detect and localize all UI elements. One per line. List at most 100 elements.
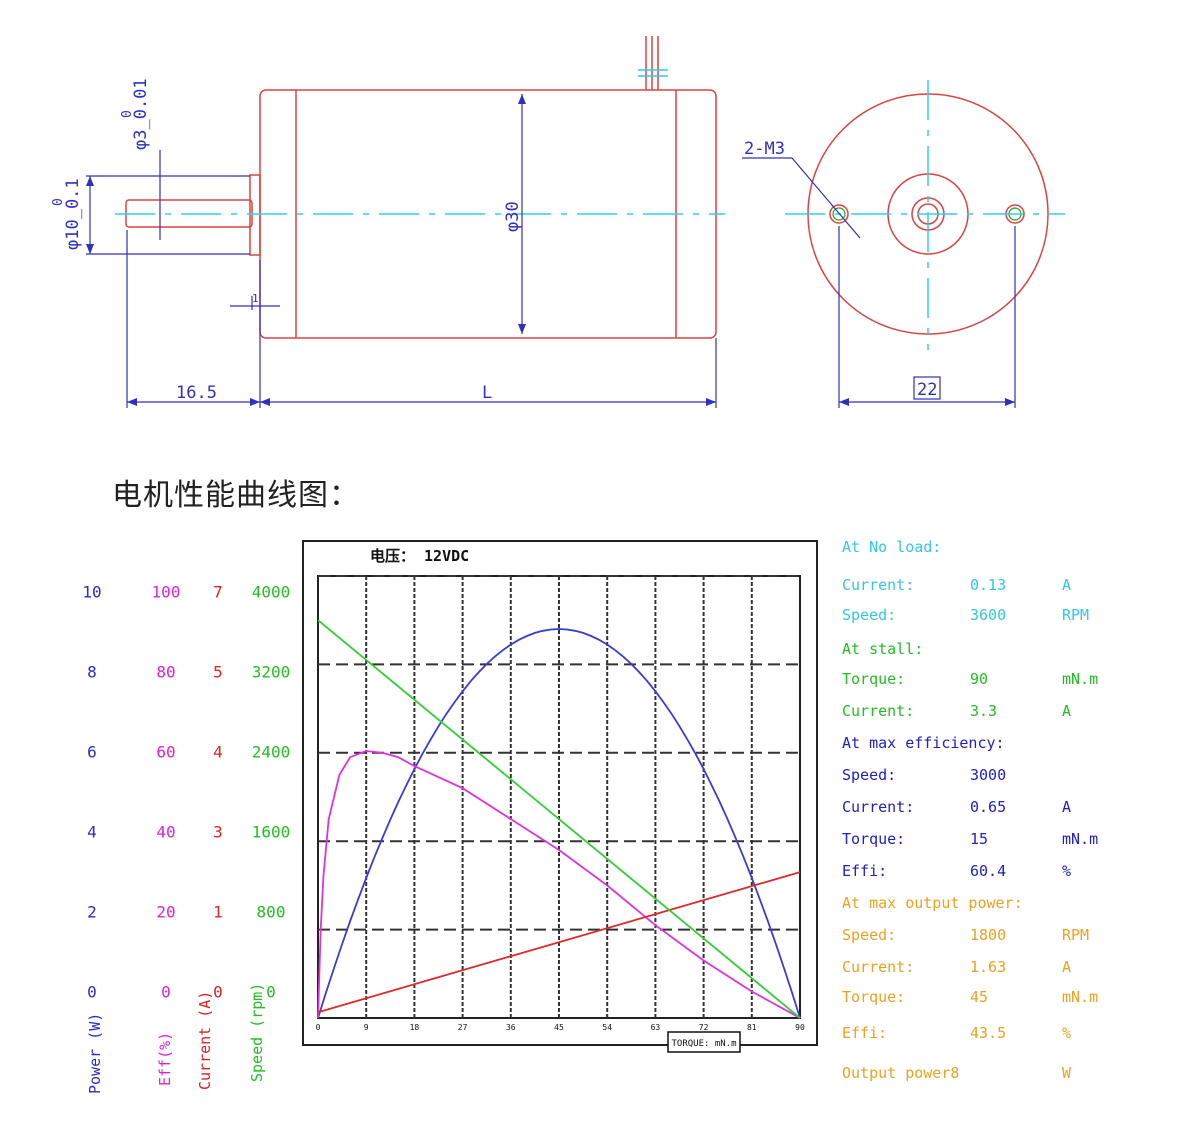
- spec-label: Current:: [842, 576, 915, 594]
- spec-value: 43.5: [970, 1024, 1007, 1042]
- spec-unit: mN.m: [1062, 988, 1099, 1006]
- dim-step: 1: [252, 292, 259, 305]
- speed-axis-tick: 4000: [251, 582, 291, 602]
- spec-value: 3.3: [970, 702, 998, 720]
- performance-curve-heading: 电机性能曲线图：: [112, 478, 360, 513]
- spec-value: 0.13: [970, 576, 1007, 594]
- motor-outline: [125, 36, 1049, 339]
- eff-axis-tick: 60: [156, 742, 176, 762]
- spec-unit: RPM: [1062, 926, 1090, 944]
- performance-chart: 0 9 18 27 36 45 54 63 72 81 90 TORQUE: mN.m: [302, 540, 818, 1053]
- spec-label: Speed:: [842, 766, 897, 784]
- spec-label: Effi:: [842, 862, 888, 880]
- spec-label: Speed:: [842, 926, 897, 944]
- dimension-lines: [86, 94, 1016, 408]
- x-axis-tick: 27: [458, 1023, 468, 1032]
- efficiency-axis-title: Eff(%): [156, 1031, 174, 1086]
- eff-axis-tick: 100: [151, 582, 181, 602]
- speed-axis-title: Speed (rpm): [248, 982, 266, 1082]
- spec-label: Torque:: [842, 988, 906, 1006]
- spec-unit: A: [1062, 702, 1072, 720]
- spec-unit: %: [1062, 1024, 1072, 1042]
- spec-value: 15: [970, 830, 989, 848]
- speed-axis-tick: 0: [266, 982, 276, 1002]
- speed-axis-tick: 2400: [251, 742, 291, 762]
- power-axis-tick: 6: [87, 742, 97, 762]
- spec-unit: %: [1062, 862, 1072, 880]
- x-axis-tick: 90: [795, 1023, 805, 1032]
- spec-label: Speed:: [842, 606, 897, 624]
- dim-body-length: L: [482, 383, 492, 403]
- spec-label: Torque:: [842, 830, 906, 848]
- dim-shaft-diameter-tol: 0: [51, 198, 66, 206]
- x-axis-tick: 0: [316, 1023, 321, 1032]
- spec-heading-max-eff: At max efficiency:: [842, 734, 1005, 752]
- current-axis-tick: 0: [213, 982, 223, 1002]
- dim-shaft-diameter: φ10_0.1: [63, 178, 83, 250]
- eff-axis-tick: 0: [161, 982, 171, 1002]
- current-axis-tick: 7: [213, 582, 223, 602]
- x-axis-tick: 72: [699, 1023, 709, 1032]
- dim-hole-spacing: 22: [917, 380, 937, 400]
- power-axis-title: Power (W): [86, 1012, 104, 1094]
- spec-value: 90: [970, 670, 989, 688]
- eff-axis-tick: 80: [156, 662, 176, 682]
- spec-heading-stall: At stall:: [842, 640, 924, 658]
- motor-technical-drawing: φ10_0.1 0 φ3_0.01 0 φ30 16.5 L 1 2-M3 22: [51, 36, 1065, 408]
- spec-unit: A: [1062, 576, 1072, 594]
- dim-body-diameter: φ30: [503, 201, 523, 232]
- power-axis-tick: 0: [87, 982, 97, 1002]
- spec-value: 1800: [970, 926, 1007, 944]
- spec-value: 45: [970, 988, 989, 1006]
- dim-small-diameter-tol: 0: [120, 110, 135, 118]
- current-axis-tick: 1: [213, 902, 223, 922]
- power-axis-tick: 2: [87, 902, 97, 922]
- series-line-power: [317, 628, 801, 1019]
- speed-axis-tick: 1600: [251, 822, 291, 842]
- series-line-eff: [317, 750, 801, 1019]
- series-line-current: [317, 871, 801, 1014]
- spec-label: Current:: [842, 958, 915, 976]
- speed-axis-tick: 800: [256, 902, 286, 922]
- series-line-speed: [317, 619, 801, 1019]
- x-axis-label-box: TORQUE: mN.m: [667, 1031, 741, 1053]
- eff-axis-tick: 20: [156, 902, 176, 922]
- spec-unit: mN.m: [1062, 670, 1099, 688]
- dim-mounting-holes: 2-M3: [744, 139, 785, 159]
- x-axis-tick: 45: [554, 1023, 564, 1032]
- x-axis-tick: 9: [364, 1023, 369, 1032]
- current-axis-tick: 3: [213, 822, 223, 842]
- spec-label: Effi:: [842, 1024, 888, 1042]
- current-axis-title: Current (A): [196, 990, 214, 1090]
- spec-unit: A: [1062, 958, 1072, 976]
- speed-axis-tick: 3200: [251, 662, 291, 682]
- current-axis-tick: 5: [213, 662, 223, 682]
- power-axis-tick: 8: [87, 662, 97, 682]
- power-axis-tick: 4: [87, 822, 97, 842]
- x-axis-tick: 36: [506, 1023, 516, 1032]
- spec-value: 3600: [970, 606, 1007, 624]
- x-axis-tick: 54: [602, 1023, 612, 1032]
- current-axis-tick: 4: [213, 742, 223, 762]
- dim-small-diameter: φ3_0.01: [131, 78, 151, 150]
- x-axis-label: TORQUE: mN.m: [671, 1039, 736, 1049]
- dimension-arrows: [86, 94, 1015, 406]
- spec-value: 0.65: [970, 798, 1007, 816]
- x-axis-tick: 18: [410, 1023, 420, 1032]
- spec-value: 60.4: [970, 862, 1007, 880]
- x-axis-tick: 63: [651, 1023, 661, 1032]
- centre-lines: [115, 80, 1065, 350]
- eff-axis-tick: 40: [156, 822, 176, 842]
- spec-unit: RPM: [1062, 606, 1090, 624]
- power-axis-tick: 10: [82, 582, 102, 602]
- spec-heading-no-load: At No load:: [842, 538, 942, 556]
- spec-unit: W: [1062, 1064, 1072, 1082]
- spec-label: Torque:: [842, 670, 906, 688]
- chart-title-voltage: 电压： 12VDC: [370, 547, 470, 565]
- spec-label: Output power8: [842, 1064, 960, 1082]
- x-axis-tick: 81: [747, 1023, 757, 1032]
- spec-value: 1.63: [970, 958, 1007, 976]
- dim-shaft-length: 16.5: [176, 383, 217, 403]
- spec-heading-max-power: At max output power:: [842, 894, 1023, 912]
- spec-label: Current:: [842, 702, 915, 720]
